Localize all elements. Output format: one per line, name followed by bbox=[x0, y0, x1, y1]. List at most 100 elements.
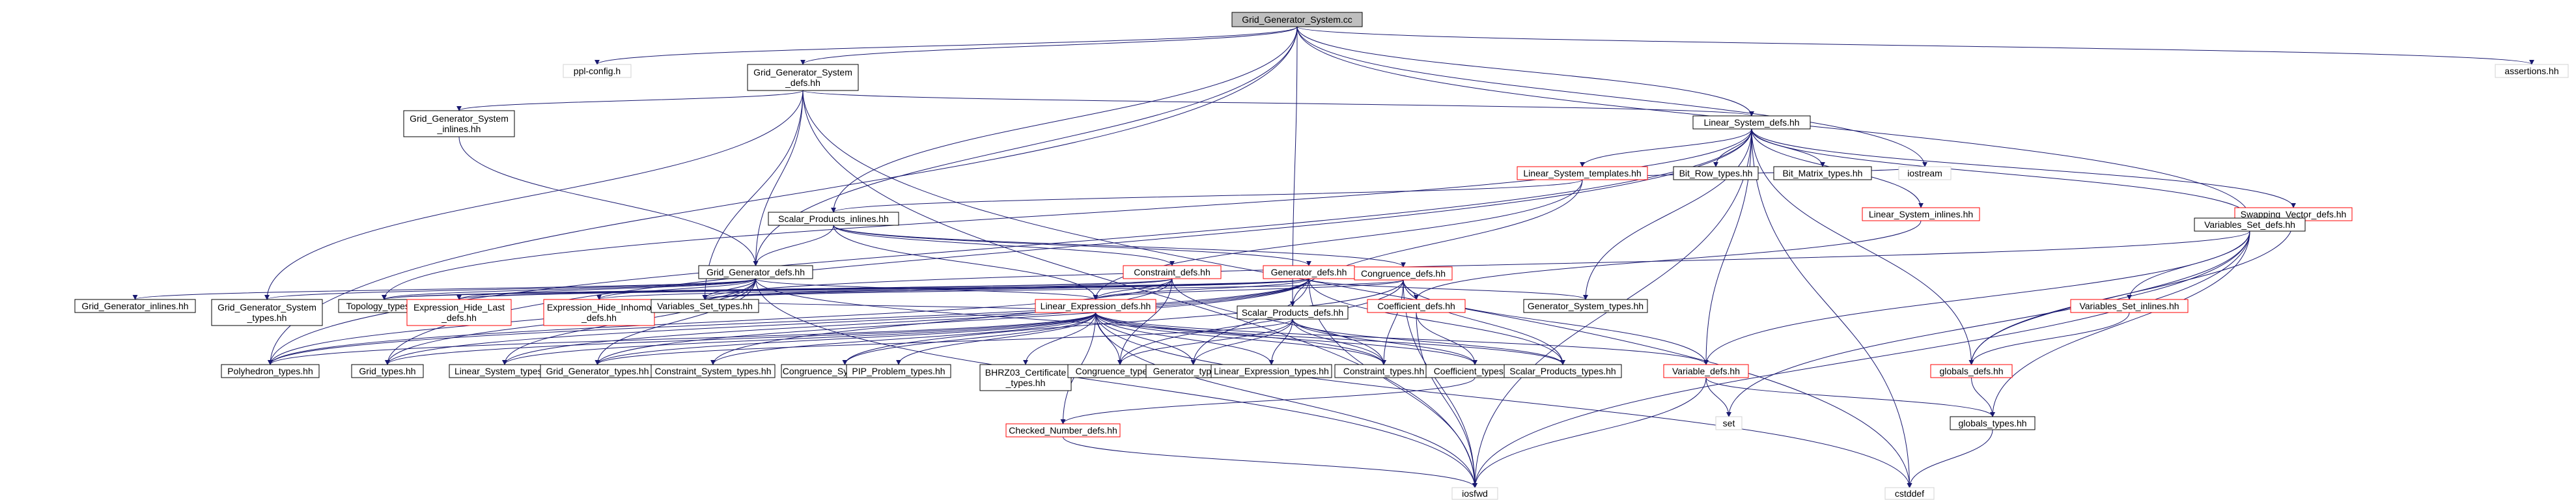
edge-constraintdefs-to-csystypes bbox=[710, 278, 1173, 365]
edge-linexprdefs-to-congsystypes bbox=[842, 312, 1096, 365]
edge-lsysdefs-to-vardefs bbox=[1703, 128, 1752, 365]
node-cstddef[interactable]: cstddef bbox=[1884, 487, 1935, 500]
node-box bbox=[406, 299, 512, 326]
node-label: Linear_System_templates.hh bbox=[1523, 168, 1641, 178]
node-varsettypes[interactable]: Variables_Set_types.hh bbox=[651, 299, 759, 313]
node-assertions[interactable]: assertions.hh bbox=[2495, 64, 2569, 78]
node-congruencedefs[interactable]: Congruence_defs.hh bbox=[1354, 266, 1453, 281]
node-box bbox=[1237, 305, 1349, 320]
node-root[interactable]: Grid_Generator_System.cc bbox=[1231, 12, 1363, 27]
node-label: ppl-config.h bbox=[574, 66, 621, 76]
node-coeffdefs[interactable]: Coefficient_defs.hh bbox=[1367, 299, 1466, 313]
edge-constraintdefs-to-congtypes bbox=[1117, 278, 1173, 365]
edge-lsysdefs-to-gensystypes bbox=[1583, 128, 1752, 300]
node-box bbox=[768, 212, 899, 226]
node-lsysdefs[interactable]: Linear_System_defs.hh bbox=[1692, 115, 1811, 130]
edge-varsetdefs-to-globalsdefs bbox=[1968, 230, 2250, 365]
node-constraintdefs[interactable]: Constraint_defs.hh bbox=[1123, 265, 1222, 279]
node-swapping[interactable]: Swapping_Vector_defs.hh bbox=[2234, 207, 2353, 221]
node-label: Scalar_Products_defs.hh bbox=[1242, 307, 1343, 318]
node-label: Topology_types.hh bbox=[346, 301, 423, 311]
node-sptypes[interactable]: Scalar_Products_types.hh bbox=[1504, 364, 1622, 378]
node-varsetinlines[interactable]: Variables_Set_inlines.hh bbox=[2070, 299, 2189, 313]
node-bitmatrix[interactable]: Bit_Matrix_types.hh bbox=[1773, 166, 1872, 180]
node-linexprtypes[interactable]: Linear_Expression_types.hh bbox=[1211, 364, 1332, 378]
edge-lsysdefs-to-lsystemplates bbox=[1580, 128, 1752, 167]
node-gridtypes[interactable]: Grid_types.hh bbox=[351, 364, 424, 378]
node-exprhideinhomo[interactable]: Expression_Hide_Inhomo_defs.hh bbox=[543, 299, 655, 326]
edge-ggsdefs-to-ggsinlines bbox=[456, 90, 804, 111]
node-lsystemplates[interactable]: Linear_System_templates.hh bbox=[1517, 166, 1648, 180]
node-set[interactable]: set bbox=[1715, 416, 1743, 430]
edge-varsetdefs-to-iosfwd bbox=[1472, 230, 2250, 488]
node-checkednumber[interactable]: Checked_Number_defs.hh bbox=[1005, 423, 1121, 438]
edge-varsetdefs-to-globalstypes bbox=[1990, 230, 2250, 417]
node-vardefs[interactable]: Variable_defs.hh bbox=[1663, 364, 1749, 378]
node-bitrow[interactable]: Bit_Row_types.hh bbox=[1673, 166, 1759, 180]
edge-linexprdefs-to-gentypes bbox=[1095, 312, 1196, 365]
edge-spinlines-to-congruencedefs bbox=[833, 225, 1406, 268]
edge-ggsdefs-to-ggdefs bbox=[753, 90, 804, 266]
node-box bbox=[1898, 166, 1952, 180]
node-iostream[interactable]: iostream bbox=[1898, 166, 1952, 180]
edge-generatordefs-to-lsystypes bbox=[502, 278, 1309, 365]
node-csystypes[interactable]: Constraint_System_types.hh bbox=[651, 364, 776, 378]
node-exprhidelast[interactable]: Expression_Hide_Last_defs.hh bbox=[406, 299, 512, 326]
edge-linexprdefs-to-ggtypes bbox=[595, 312, 1096, 365]
node-globalstypes[interactable]: globals_types.hh bbox=[1950, 416, 2036, 430]
node-box bbox=[747, 64, 859, 91]
node-box bbox=[1930, 364, 2013, 378]
edge-ggdefs-to-topology bbox=[382, 278, 756, 300]
node-coefftypes[interactable]: Coefficient_types.hh bbox=[1425, 364, 1524, 378]
node-label: Swapping_Vector_defs.hh bbox=[2241, 209, 2347, 219]
node-gginlines[interactable]: Grid_Generator_inlines.hh bbox=[74, 299, 196, 313]
node-lsystypes[interactable]: Linear_System_types.hh bbox=[449, 364, 561, 378]
node-pipproblem[interactable]: PIP_Problem_types.hh bbox=[846, 364, 951, 378]
node-label: _defs.hh bbox=[785, 77, 820, 88]
edge-lsysdefs-to-cstddef bbox=[1751, 128, 1912, 488]
node-lsysinlines[interactable]: Linear_System_inlines.hh bbox=[1862, 207, 1980, 221]
node-ggtypes[interactable]: Grid_Generator_types.hh bbox=[540, 364, 655, 378]
node-generatordefs[interactable]: Generator_defs.hh bbox=[1263, 265, 1355, 279]
node-box bbox=[651, 299, 759, 313]
node-ggsdefs[interactable]: Grid_Generator_System_defs.hh bbox=[747, 64, 859, 91]
edge-congruencedefs-to-iosfwd bbox=[1403, 279, 1477, 488]
node-varsetdefs[interactable]: Variables_Set_defs.hh bbox=[2194, 217, 2306, 232]
edge-ggsdefs-to-lsysdefs bbox=[802, 90, 1754, 117]
node-pplconfig[interactable]: ppl-config.h bbox=[563, 64, 632, 78]
node-constrainttypes[interactable]: Constraint_types.hh bbox=[1334, 364, 1433, 378]
node-spinlines[interactable]: Scalar_Products_inlines.hh bbox=[768, 212, 899, 226]
edge-generatordefs-to-linexprdefs bbox=[1093, 278, 1309, 300]
node-box bbox=[1123, 265, 1222, 279]
edge-linexprdefs-to-csystypes bbox=[710, 312, 1096, 365]
node-ggstypes[interactable]: Grid_Generator_System_types.hh bbox=[211, 299, 323, 326]
node-box bbox=[1451, 487, 1498, 500]
node-box bbox=[74, 299, 196, 313]
edge-linexprdefs-to-gridtypes bbox=[385, 312, 1096, 365]
node-ggsinlines[interactable]: Grid_Generator_System_inlines.hh bbox=[403, 110, 515, 137]
node-polyhedron[interactable]: Polyhedron_types.hh bbox=[221, 364, 320, 378]
node-label: Variables_Set_inlines.hh bbox=[2079, 301, 2179, 311]
node-box bbox=[2070, 299, 2189, 313]
edge-spdefs-to-ggtypes bbox=[595, 318, 1293, 365]
node-box bbox=[351, 364, 424, 378]
node-ggdefs[interactable]: Grid_Generator_defs.hh bbox=[698, 265, 813, 279]
edge-generatordefs-to-gentypes bbox=[1190, 278, 1309, 365]
edge-linexprdefs-to-cstddef bbox=[1095, 312, 1912, 488]
edge-root-to-ggsdefs bbox=[800, 26, 1298, 65]
node-globalsdefs[interactable]: globals_defs.hh bbox=[1930, 364, 2013, 378]
node-box bbox=[1035, 299, 1156, 313]
node-iosfwd[interactable]: iosfwd bbox=[1451, 487, 1498, 500]
node-box bbox=[1950, 416, 2036, 430]
edge-congruencedefs-to-congtypes bbox=[1117, 279, 1404, 365]
node-label: _defs.hh bbox=[441, 312, 477, 323]
node-bhrz03[interactable]: BHRZ03_Certificate_types.hh bbox=[979, 364, 1072, 391]
edge-ggdefs-to-polyhedron bbox=[268, 278, 756, 365]
edge-constraintdefs-to-linexprdefs bbox=[1093, 278, 1173, 300]
node-gensystypes[interactable]: Generator_System_types.hh bbox=[1523, 299, 1648, 313]
edge-lsysdefs-to-gridtypes bbox=[385, 128, 1752, 365]
node-spdefs[interactable]: Scalar_Products_defs.hh bbox=[1237, 305, 1349, 320]
node-linexprdefs[interactable]: Linear_Expression_defs.hh bbox=[1035, 299, 1156, 313]
node-label: _types.hh bbox=[1005, 378, 1046, 388]
edge-globalsdefs-to-globalstypes bbox=[1971, 377, 1995, 417]
